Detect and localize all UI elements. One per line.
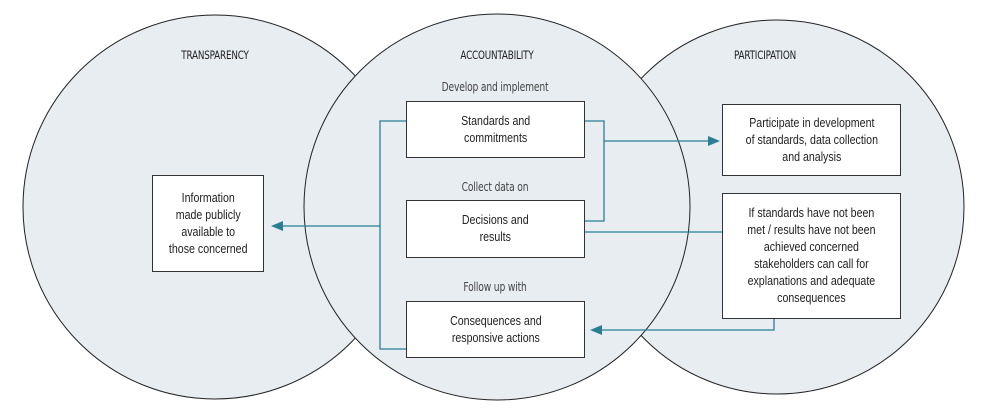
arrow-to-consequences-icon	[590, 325, 602, 335]
participate-box: Participate in development of standards,…	[722, 104, 901, 176]
transparency-title: TRANSPARENCY	[181, 48, 249, 62]
call-for-explanations-box: If standards have not been met / results…	[722, 193, 901, 319]
call-for-explanations-text: If standards have not been met / results…	[747, 206, 876, 305]
standards-box: Standards and commitments	[406, 101, 585, 158]
information-text: Information made publicly available to t…	[168, 190, 248, 256]
left-bracket-connector	[379, 120, 406, 350]
consequences-text: Consequences and responsive actions	[449, 313, 542, 345]
step-label-collect: Collect data on	[461, 180, 529, 194]
information-box: Information made publicly available to t…	[152, 175, 264, 272]
arrow-to-participate-icon	[708, 136, 720, 146]
step-label-develop: Develop and implement	[441, 80, 549, 94]
decisions-box: Decisions and results	[406, 200, 585, 258]
decisions-text: Decisions and results	[462, 213, 529, 244]
consequences-box: Consequences and responsive actions	[406, 301, 585, 358]
accountability-title: ACCOUNTABILITY	[460, 48, 534, 62]
callout-to-consequences-connector	[600, 319, 775, 331]
step-label-follow-up: Follow up with	[463, 280, 527, 294]
arrow-to-transparency-icon	[271, 221, 283, 231]
participate-text: Participate in development of standards,…	[745, 115, 878, 164]
standards-text: Standards and commitments	[460, 113, 531, 145]
right-bracket-connector	[585, 120, 605, 222]
participation-title: PARTICIPATION	[734, 48, 796, 62]
